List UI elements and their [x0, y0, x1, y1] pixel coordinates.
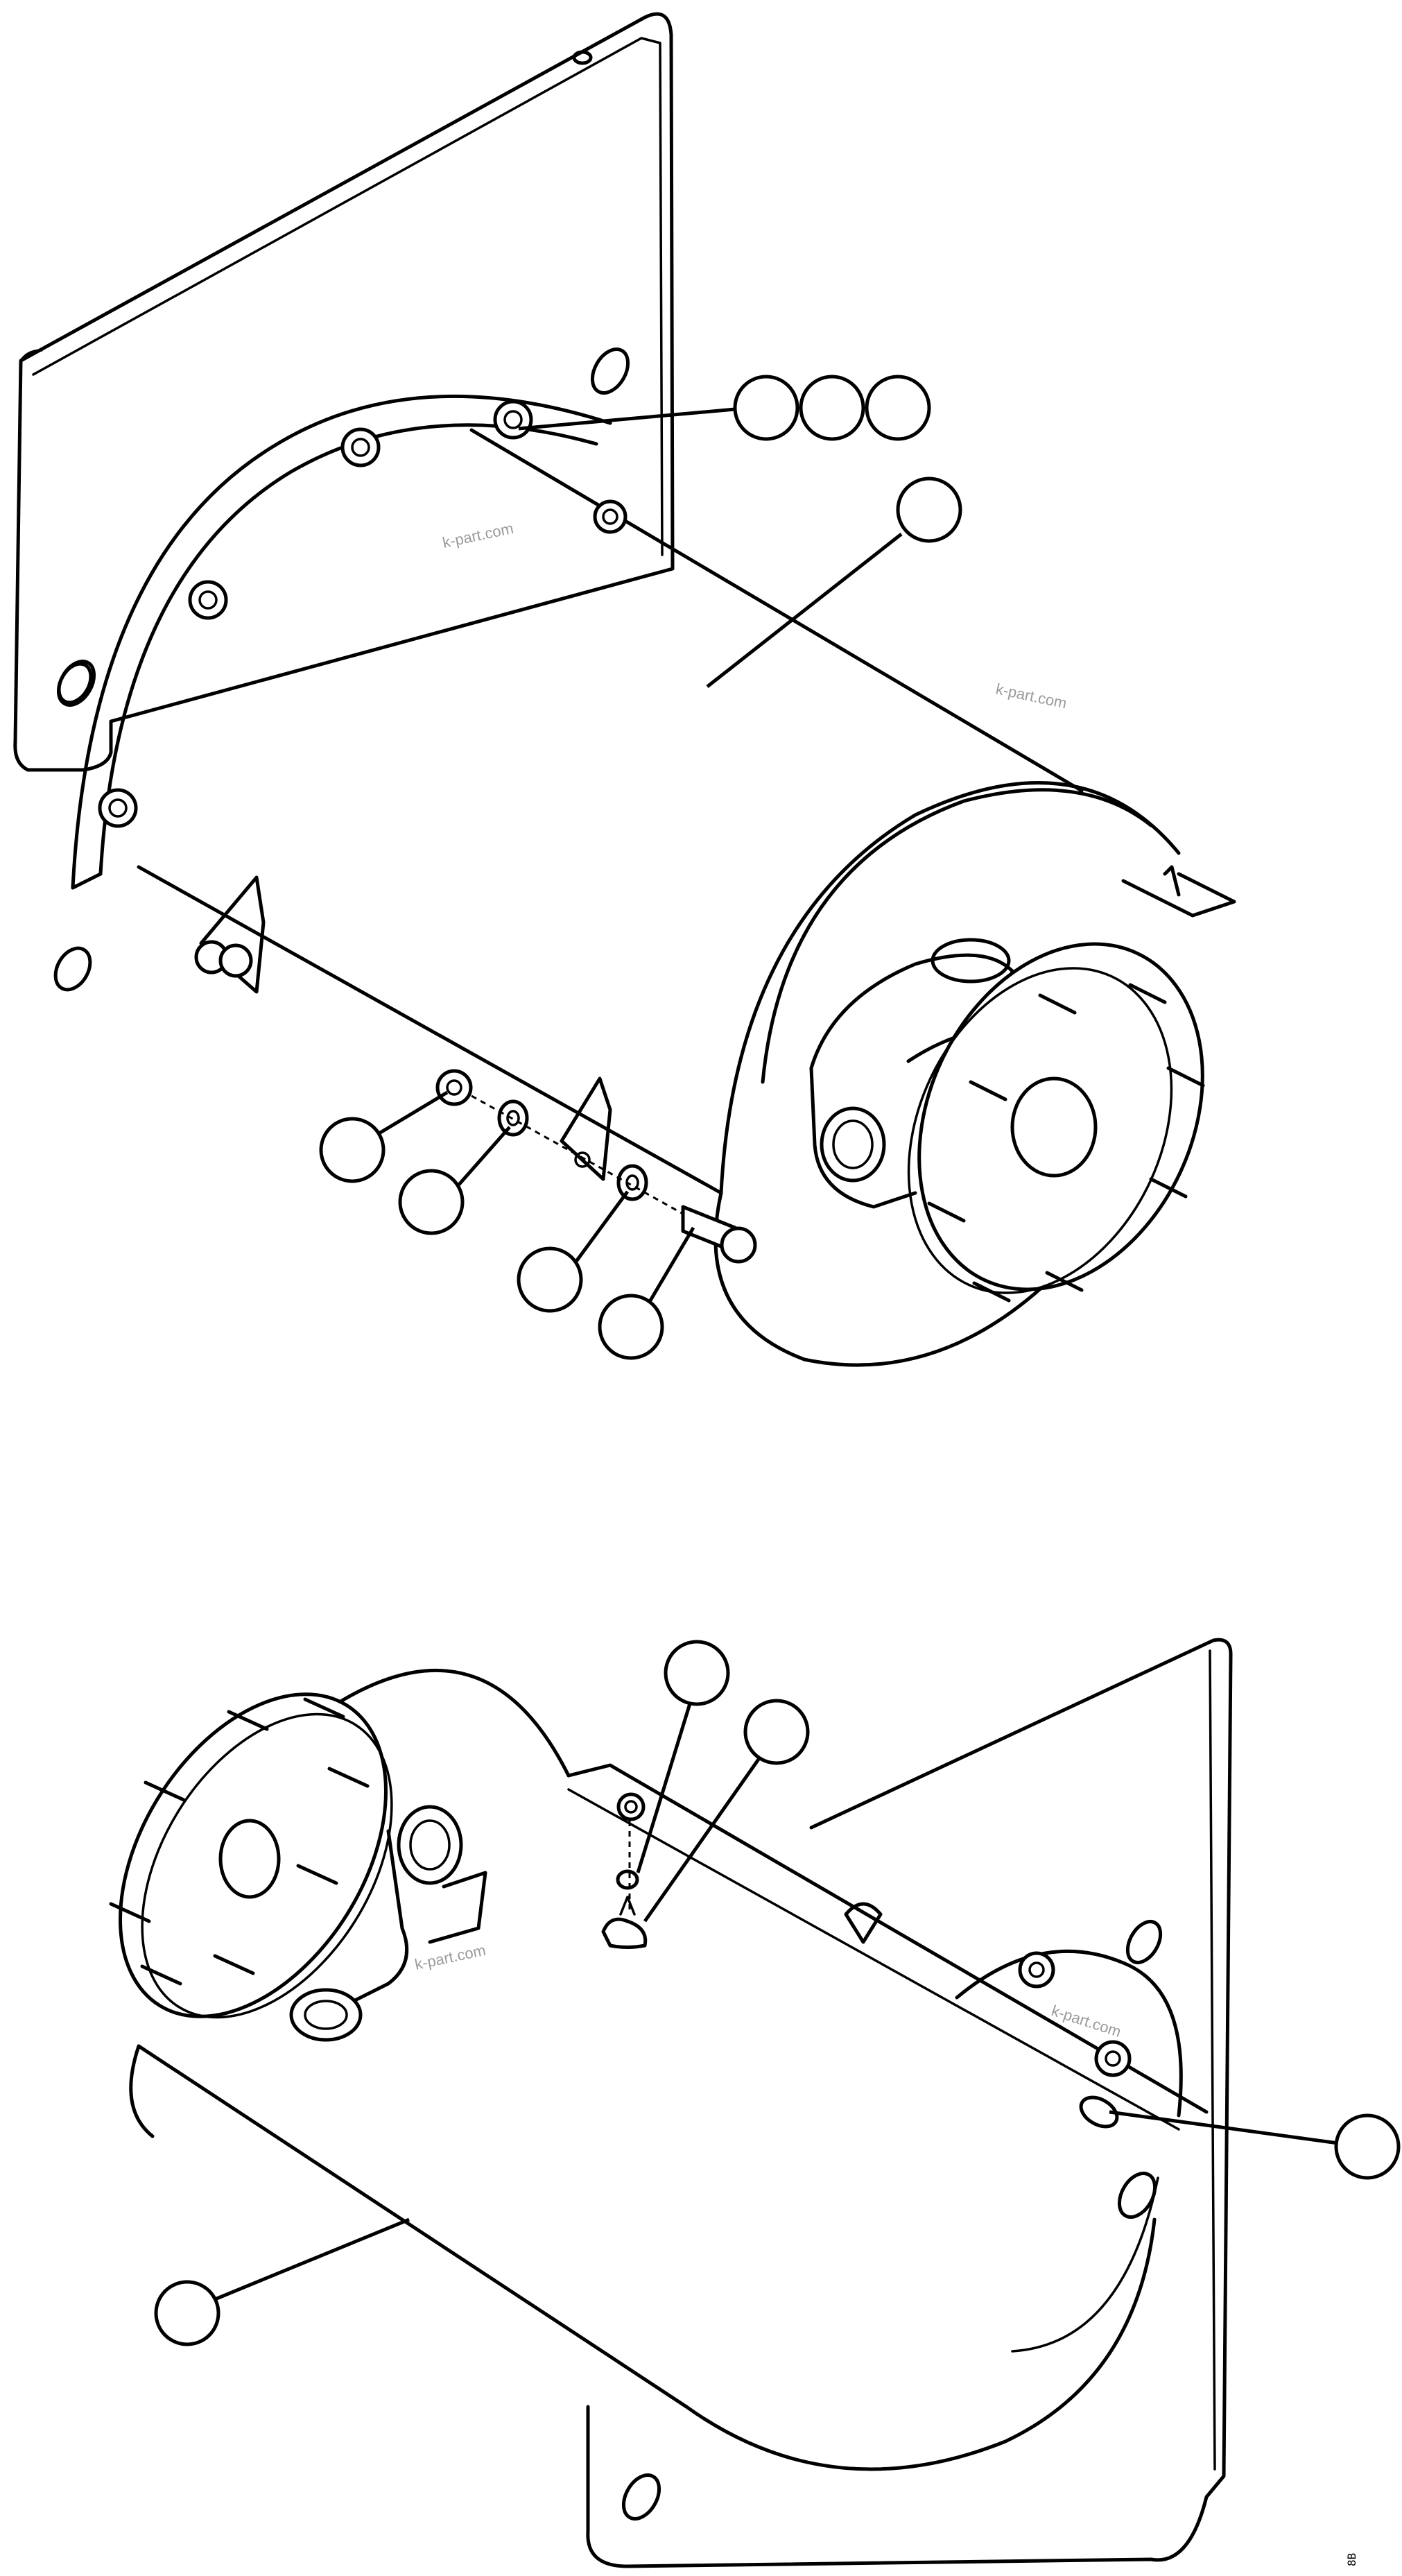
fastener-stack — [435, 1069, 757, 1264]
callout-bubble[interactable] — [865, 375, 931, 441]
callout-bubble[interactable] — [664, 1640, 730, 1706]
end-plate-bottom — [109, 1692, 393, 2019]
callout-bubble[interactable] — [743, 1699, 810, 1765]
housing-top-edge — [566, 1763, 1209, 2131]
callout-bubble[interactable] — [319, 1117, 386, 1183]
top-view-assembly: k-part.com k-part.com — [13, 12, 1236, 1367]
figure-code: 8B — [1345, 2553, 1358, 2566]
callout-bubble[interactable] — [398, 1169, 465, 1235]
bottom-view-assembly: k-part.com — [109, 1638, 1401, 2568]
callout-bubble[interactable] — [154, 2280, 220, 2346]
watermark-top-body: k-part.com — [994, 680, 1068, 712]
callouts-top — [319, 375, 962, 1360]
rear-flange-bolts: k-part.com — [1018, 1951, 1132, 2129]
callout-bubble[interactable] — [517, 1246, 583, 1313]
end-plate-with-studs — [907, 942, 1205, 1303]
cylinder-body-bottom — [129, 1668, 1183, 2471]
grease-fitting — [601, 1792, 648, 1949]
flange-ring — [71, 394, 612, 890]
callout-bubble[interactable] — [733, 375, 799, 441]
mounting-plate — [13, 12, 675, 992]
watermark-top-rim: k-part.com — [441, 520, 515, 551]
callouts-bottom — [154, 1640, 1401, 2346]
callout-bubble[interactable] — [799, 375, 865, 441]
mounting-plate-rear — [586, 1638, 1233, 2568]
side-bracket — [194, 875, 266, 994]
watermark-bottom-rim: k-part.com — [1049, 2002, 1123, 2041]
watermark-bottom-yoke: k-part.com — [413, 1941, 487, 1973]
callout-bubble[interactable] — [598, 1294, 664, 1360]
callout-bubble[interactable] — [896, 476, 962, 543]
callout-bubble[interactable] — [1334, 2113, 1401, 2180]
flange-bolts — [98, 400, 628, 828]
